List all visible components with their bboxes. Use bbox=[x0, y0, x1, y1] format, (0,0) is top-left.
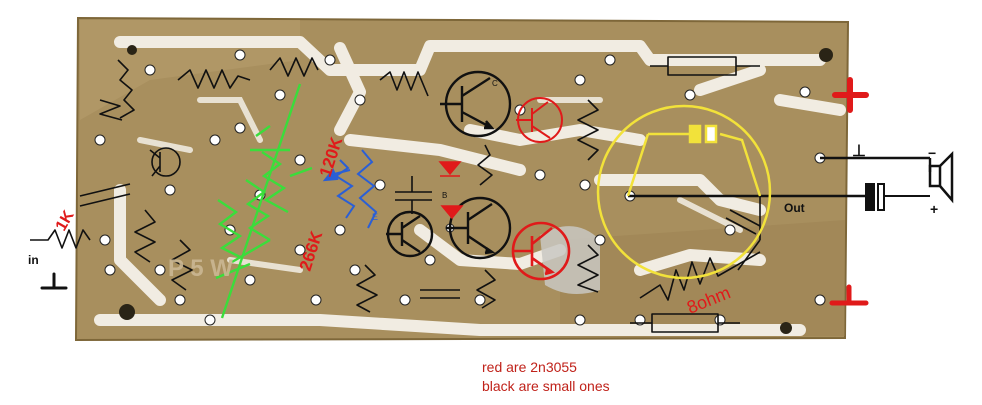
ground-symbol-input bbox=[40, 272, 68, 290]
speaker-icon bbox=[928, 150, 954, 204]
transistor-black-left bbox=[386, 210, 434, 258]
plus-symbol-red bbox=[832, 77, 869, 113]
diode-red bbox=[438, 161, 464, 220]
heatsink-area bbox=[540, 226, 600, 294]
resistor bbox=[356, 264, 378, 313]
resistor bbox=[577, 99, 599, 161]
mounting-hole bbox=[780, 322, 792, 334]
copper-gaps bbox=[94, 36, 846, 336]
ground-symbol-red bbox=[829, 284, 869, 306]
mounting-holes bbox=[119, 45, 833, 334]
label-base: B bbox=[442, 191, 447, 200]
output-capacitor bbox=[865, 183, 930, 211]
capacitor bbox=[395, 176, 432, 214]
label-collector: C bbox=[492, 79, 498, 88]
note-black-transistors: black are small ones bbox=[482, 378, 610, 394]
solder-pads bbox=[94, 49, 826, 326]
resistor bbox=[171, 239, 193, 291]
mounting-hole bbox=[819, 48, 833, 62]
capacitor bbox=[420, 289, 460, 299]
label-emitter: E bbox=[372, 212, 378, 222]
resistor bbox=[134, 209, 156, 263]
mounting-hole bbox=[127, 45, 137, 55]
transistor-black-top bbox=[440, 70, 512, 138]
legend-notes: red are 2n3055 black are small ones bbox=[482, 358, 802, 396]
resistor bbox=[379, 71, 429, 97]
label-minus: − bbox=[928, 145, 936, 161]
resistor bbox=[577, 244, 599, 293]
label-ground-top: ⊥ bbox=[852, 143, 866, 160]
resistor bbox=[269, 57, 319, 77]
transistor-red-top bbox=[516, 97, 563, 143]
resistor bbox=[117, 59, 135, 119]
label-plus-speaker: + bbox=[930, 201, 938, 217]
label-output: Out bbox=[784, 201, 805, 215]
label-input: in bbox=[28, 253, 39, 267]
resistor-input bbox=[30, 229, 91, 249]
resistor bbox=[477, 144, 493, 186]
resistor-8ohm bbox=[639, 251, 761, 301]
resistor bbox=[177, 69, 251, 89]
transistor-red-bottom bbox=[511, 221, 571, 281]
board-silkscreen: P 5 W bbox=[168, 255, 233, 282]
capacitor bbox=[725, 209, 761, 235]
label-1k: 1K bbox=[53, 207, 78, 234]
note-red-transistors: red are 2n3055 bbox=[482, 359, 577, 375]
transistor-black-mid bbox=[446, 196, 512, 260]
transistor-small bbox=[151, 147, 181, 177]
capacitor bbox=[79, 183, 131, 207]
mounting-hole bbox=[119, 304, 135, 320]
resistor bbox=[476, 269, 496, 309]
potentiometer-blue bbox=[322, 149, 378, 229]
trimmer-green bbox=[215, 83, 313, 319]
output-highlight-yellow bbox=[596, 104, 772, 280]
resistor bbox=[99, 99, 123, 121]
